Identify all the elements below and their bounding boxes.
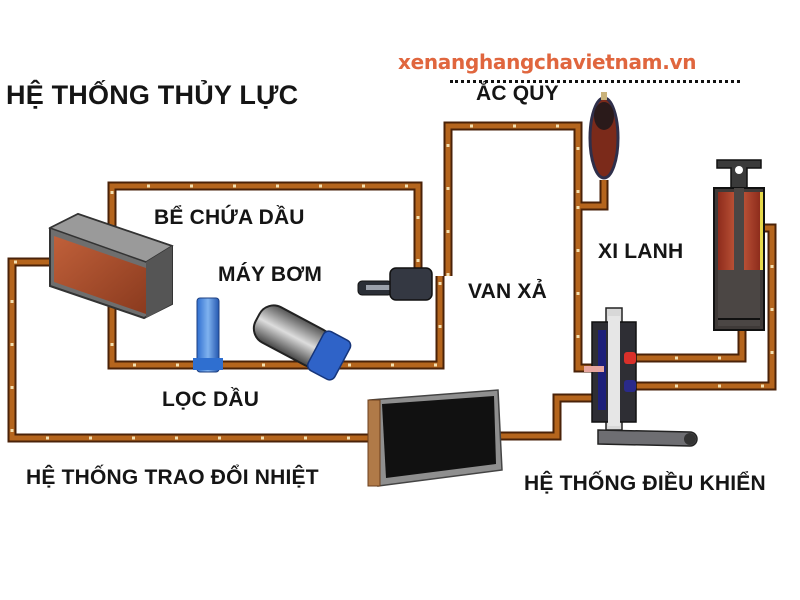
cylinder-icon — [713, 159, 765, 331]
oil-tank-icon — [48, 212, 174, 320]
label-oil-filter: LỌC DẦU — [162, 388, 260, 411]
label-oil-tank: BỂ CHỨA DẦU — [154, 206, 305, 229]
label-cylinder: XI LANH — [598, 240, 684, 263]
watermark: xenanghangchavietnam.vn — [398, 50, 697, 74]
label-accumulator: ẮC QUY — [476, 82, 559, 105]
pipes — [7, 121, 777, 443]
heat-exchanger-icon — [367, 389, 503, 487]
label-control-system: HỆ THỐNG ĐIỀU KHIỂN — [524, 472, 766, 495]
relief-valve-icon — [357, 267, 433, 301]
oil-filter-icon — [193, 297, 223, 373]
diagram-title: HỆ THỐNG THỦY LỰC — [6, 80, 299, 110]
accumulator-icon — [588, 92, 620, 180]
pump-icon — [252, 304, 352, 381]
label-pump: MÁY BƠM — [218, 263, 323, 286]
watermark-dotted-line — [450, 76, 740, 83]
label-relief-valve: VAN XẢ — [468, 280, 547, 303]
label-heat-exchanger: HỆ THỐNG TRAO ĐỔI NHIỆT — [26, 466, 319, 489]
control-valve-icon — [584, 307, 698, 447]
